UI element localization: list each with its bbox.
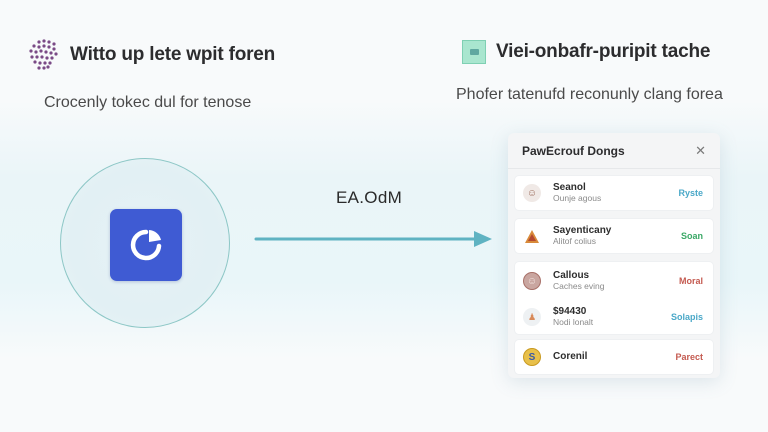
list-card: ☺ Seanol Ounje agous Ryste: [515, 176, 713, 210]
target-subtitle: Phofer tatenufd reconunly clang forea: [456, 86, 723, 103]
list-item[interactable]: ☺ Seanol Ounje agous Ryste: [515, 176, 713, 210]
item-name: Sayenticany: [553, 225, 612, 237]
mint-square-icon: [462, 40, 486, 64]
item-tag[interactable]: Soan: [680, 231, 703, 241]
source-header: Witto up lete wpit foren Crocenly tokec …: [26, 38, 275, 112]
list-card: ☺ Callous Caches eving Moral ♟ $94430 No…: [515, 262, 713, 334]
list-item[interactable]: S Corenil Parect: [515, 340, 713, 374]
person-avatar-icon: ☺: [523, 272, 541, 290]
destination-panel: PawEcrouf Dongs ✕ ☺ Seanol Ounje agous R…: [508, 133, 720, 378]
item-name: Seanol: [553, 182, 586, 194]
item-desc: Alitof colius: [553, 235, 596, 246]
panel-title: PawEcrouf Dongs: [522, 143, 625, 158]
list-card: Sayenticany Alitof colius Soan: [515, 219, 713, 253]
gold-coin-avatar-icon: S: [523, 348, 541, 366]
purple-dots-cluster-icon: [29, 39, 58, 70]
item-desc: Ounje agous: [553, 192, 602, 203]
list-card: S Corenil Parect: [515, 340, 713, 374]
item-desc: Nodi lonalt: [553, 316, 594, 327]
transfer-label: EA.OdM: [336, 188, 403, 207]
target-title: Viei-onbafr-puripit tache: [496, 41, 711, 62]
person-avatar-icon: ☺: [523, 184, 541, 202]
item-tag[interactable]: Ryste: [678, 188, 703, 198]
source-app-button[interactable]: [110, 209, 182, 281]
panel-header: PawEcrouf Dongs ✕: [508, 133, 720, 169]
figure-avatar-icon: ♟: [523, 308, 541, 326]
item-tag[interactable]: Parect: [675, 352, 703, 362]
list-item[interactable]: ☺ Callous Caches eving Moral: [515, 262, 713, 300]
item-name: $94430: [553, 306, 587, 318]
pie-refresh-app-icon: [130, 229, 162, 261]
list-item[interactable]: ♟ $94430 Nodi lonalt Solapis: [515, 300, 713, 334]
item-tag[interactable]: Moral: [678, 276, 703, 286]
item-tag[interactable]: Solapis: [670, 312, 703, 322]
item-desc: Caches eving: [553, 280, 605, 291]
source-subtitle: Crocenly tokec dul for tenose: [44, 94, 252, 111]
warning-triangle-avatar-icon: [523, 227, 541, 245]
source-title: Witto up lete wpit foren: [70, 44, 276, 65]
close-icon[interactable]: ✕: [695, 142, 706, 158]
target-header: Viei-onbafr-puripit tache Phofer tatenuf…: [456, 40, 723, 104]
item-name: Corenil: [553, 351, 588, 363]
arrow-right-icon: [254, 231, 492, 247]
list-item[interactable]: Sayenticany Alitof colius Soan: [515, 219, 713, 253]
item-name: Callous: [553, 270, 590, 282]
